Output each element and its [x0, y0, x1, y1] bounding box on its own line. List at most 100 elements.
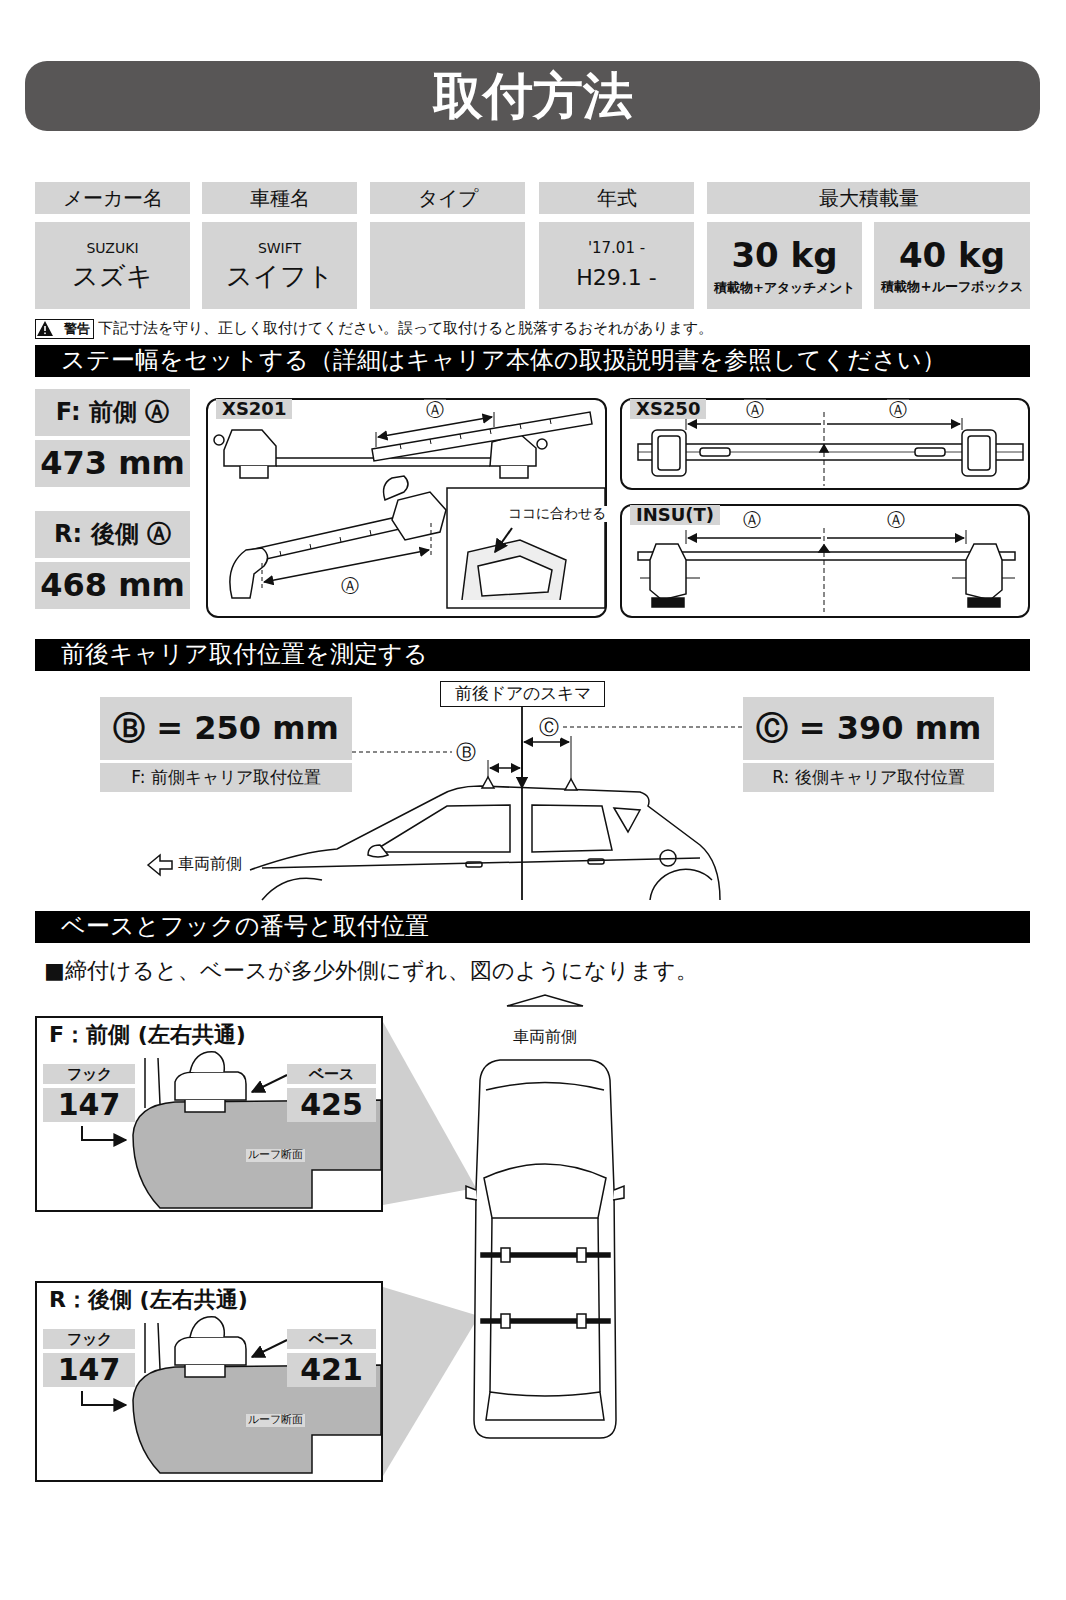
node-text: Ⓑ = 250 mm [113, 710, 339, 747]
position-caption: F: 前側キャリア取付位置 [100, 763, 352, 792]
table-header: メーカー名 [35, 182, 190, 214]
dimension-mark: Ⓐ [339, 576, 361, 597]
xs201-figure [392, 492, 446, 540]
side-car [524, 741, 569, 743]
xs201-figure [495, 528, 512, 552]
insu-figure [638, 528, 1015, 612]
node-text: INSU(T) [630, 505, 720, 525]
side-car [488, 736, 571, 779]
node-text: タイプ [418, 187, 478, 210]
table-header: タイプ [370, 182, 525, 214]
base-number: ベース421 [287, 1329, 376, 1387]
node-text: F: 前側 Ⓐ [56, 399, 169, 427]
node-text: 年式 [597, 187, 637, 210]
node-text: 積載物+アタッチメント [714, 280, 855, 295]
section-panel: F：前側 (左右共通) フック147 ベース425 [35, 1016, 383, 1212]
roof-section [145, 1323, 160, 1373]
node-text: 前後キャリア取付位置を測定する [61, 641, 428, 669]
node-text: ベース [287, 1329, 376, 1349]
top-car [474, 1060, 616, 1438]
section-band: ベースとフックの番号と取付位置 [35, 911, 1030, 943]
side-car [521, 707, 523, 900]
insu-figure [968, 598, 1000, 607]
node-text: F：前側 (左右共通) [37, 1018, 246, 1047]
top-car [466, 1186, 624, 1200]
top-car [486, 1392, 604, 1420]
warning-tag: 警告 [35, 319, 94, 339]
side-car [490, 767, 520, 769]
dimension-mark: Ⓐ [887, 400, 909, 421]
insu-figure [640, 578, 1015, 579]
node-text: XS250 [630, 399, 706, 419]
position-value: Ⓑ = 250 mm [100, 697, 352, 760]
node-text: 40 kg [899, 236, 1005, 275]
insu-figure [819, 545, 829, 552]
roof-section [190, 1317, 224, 1337]
insu-figure [966, 544, 1002, 600]
warning-note: 下記寸法を守り、正しく取付けてください。誤って取付けると脱落するおそれがあります… [98, 320, 713, 337]
direction-label: 車両前側 [178, 855, 242, 873]
xs201-figure [214, 435, 224, 445]
side-car [565, 779, 577, 790]
node-text: SWIFT [258, 240, 301, 256]
node-text: ベース [287, 1064, 376, 1084]
carrier-panel: INSU(T) [620, 504, 1030, 618]
table-cell: SWIFT スイフト [202, 222, 357, 309]
insu-figure [650, 544, 686, 600]
carrier-panel: XS250 [620, 398, 1030, 490]
xs250-figure [700, 448, 730, 456]
base-number: ベース425 [287, 1064, 376, 1122]
node-text: 車種名 [250, 187, 310, 210]
node-text: 警告 [64, 322, 90, 337]
insu-figure [652, 598, 684, 607]
insu-figure [824, 528, 825, 612]
node-text: XS201 [216, 399, 292, 419]
direction-label: 車両前側 [513, 1028, 577, 1046]
roof-section [185, 1100, 225, 1112]
warning-icon [44, 326, 46, 331]
table-cell: '17.01 -H29.1 - [539, 222, 694, 309]
node-text: SUZUKI [86, 240, 138, 256]
side-car [262, 858, 700, 868]
load-cell: 40 kg積載物+ルーフボックス [874, 222, 1030, 309]
node-text: 前後ドアのスキマ [455, 684, 591, 704]
roof-section [252, 1075, 287, 1092]
xs250-figure [820, 445, 828, 452]
side-car [372, 805, 510, 852]
table-header: 車種名 [202, 182, 357, 214]
hook-number: フック147 [43, 1064, 135, 1122]
roof-section [82, 1126, 126, 1140]
xs250-figure [968, 436, 990, 470]
dimension-mark: Ⓑ [454, 741, 478, 764]
dimension-mark: Ⓐ [744, 400, 766, 421]
node-text: 147 [43, 1088, 135, 1122]
roof-section [82, 1391, 126, 1405]
node-text: 468 mm [40, 567, 185, 604]
warning-icon [37, 321, 53, 336]
xs201-figure [478, 556, 552, 596]
position-value: Ⓒ = 390 mm [743, 697, 994, 760]
insu-figure [686, 530, 966, 544]
top-car [501, 1314, 510, 1328]
top-car [466, 995, 624, 1438]
side-car [650, 869, 712, 900]
xs250-figure [962, 430, 996, 476]
side-car [368, 845, 388, 857]
section-band: ステー幅をセットする（詳細はキャリア本体の取扱説明書を参照してください） [35, 345, 1030, 377]
xs250-figure [915, 448, 945, 456]
roof-section [145, 1058, 160, 1108]
door-gap-box: 前後ドアのスキマ [440, 681, 605, 707]
xs201-figure [224, 430, 276, 466]
node-text: ステー幅をセットする（詳細はキャリア本体の取扱説明書を参照してください） [61, 347, 946, 375]
dimension-mark: Ⓒ [537, 716, 561, 739]
top-car [501, 1248, 510, 1262]
stay-width-value: 473 mm [35, 440, 190, 487]
callout-wedge [383, 1287, 479, 1476]
side-car [660, 850, 676, 866]
dimension-mark: Ⓐ [424, 400, 446, 421]
hook-number: フック147 [43, 1329, 135, 1387]
node-text: スイフト [226, 262, 334, 292]
callout-note: ココに合わせる [506, 506, 608, 522]
roof-section [252, 1340, 287, 1357]
